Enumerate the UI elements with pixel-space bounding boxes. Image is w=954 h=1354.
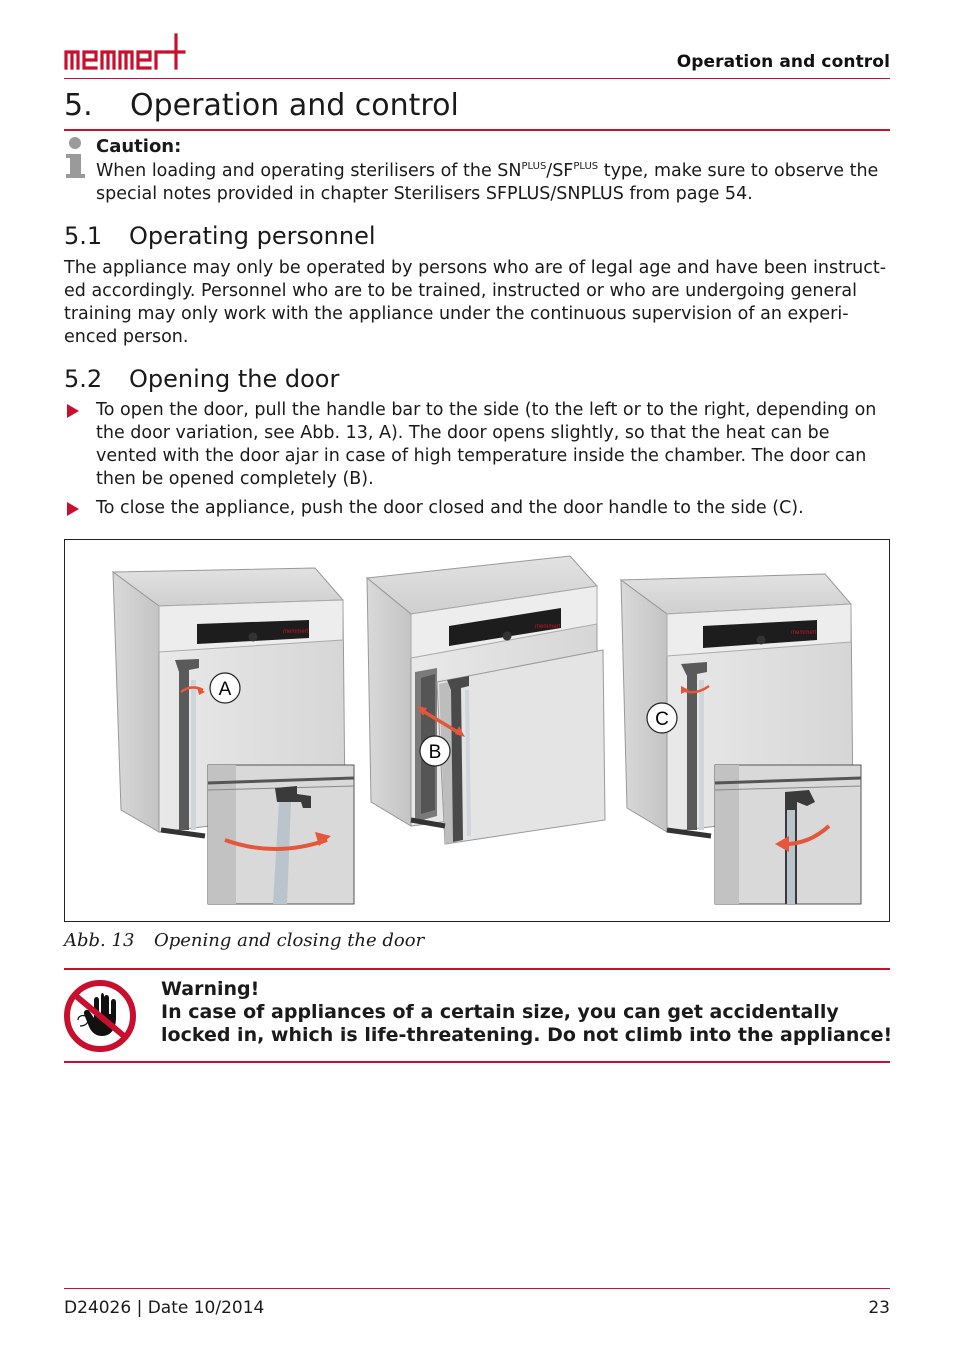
- subsection-title: 5.1 Operating personnel: [64, 222, 376, 250]
- operating-personnel-text: The appliance may only be operated by pe…: [64, 258, 887, 347]
- appliance-brand: memmert: [791, 630, 817, 636]
- section-title-rule: [64, 129, 890, 131]
- running-title: Operation and control: [676, 52, 890, 72]
- caption-text: Opening and closing the door: [154, 930, 425, 951]
- header-rule: [64, 78, 890, 79]
- superscript-plus: PLUS: [521, 161, 547, 172]
- caution-text-part: When loading and operating sterilisers o…: [96, 161, 522, 181]
- door-illustration: memmert A: [111, 555, 862, 905]
- label-b: B: [429, 742, 442, 763]
- triangle-bullet-icon: [67, 502, 79, 516]
- inset-handle-detail-c: [714, 764, 862, 905]
- label-a-circle: [209, 672, 241, 704]
- warning-title: Warning!: [161, 978, 260, 1000]
- caution-text-part: type, make sure to observe the special n…: [96, 161, 879, 204]
- appliance-door-open: memmert B: [365, 555, 606, 845]
- label-c: C: [655, 709, 669, 730]
- caption-number: Abb. 13: [64, 930, 135, 951]
- section-title: 5. Operation and control: [64, 88, 459, 123]
- subsection-title: 5.2 Opening the door: [64, 365, 339, 393]
- page-number: 23: [868, 1298, 890, 1318]
- info-icon: [66, 137, 85, 178]
- subsection-title-text: Opening the door: [129, 365, 340, 393]
- footer-rule: [64, 1288, 890, 1289]
- appliance-closed-handle-pushed: memmert C: [619, 573, 862, 905]
- label-c-circle: [646, 702, 678, 734]
- appliance-closed-open-handle: memmert A: [111, 567, 355, 905]
- appliance-brand: memmert: [283, 629, 309, 635]
- warning-block: Warning! In case of appliances of a cert…: [161, 978, 901, 1047]
- warning-bottom-rule: [64, 1061, 890, 1063]
- subsection-number: 5.1: [64, 222, 103, 250]
- caution-text-part: /SF: [546, 161, 574, 181]
- section-title-text: Operation and control: [130, 88, 459, 123]
- triangle-bullet-icon: [67, 404, 79, 418]
- warning-top-rule: [64, 968, 890, 970]
- figure-door-operation: memmert A: [64, 539, 890, 922]
- figure-caption: Abb. 13 Opening and closing the door: [64, 930, 424, 951]
- list-item: To open the door, pull the handle bar to…: [96, 400, 877, 489]
- inset-handle-detail-a: [207, 764, 355, 905]
- list-item: To close the appliance, push the door cl…: [96, 498, 804, 518]
- caution-title: Caution:: [96, 136, 182, 157]
- no-access-hand-icon: [64, 980, 136, 1052]
- appliance-brand: memmert: [535, 624, 561, 630]
- label-a: A: [219, 679, 232, 700]
- memmert-logo: [64, 33, 186, 70]
- section-number: 5.: [64, 88, 93, 123]
- caution-text: When loading and operating sterilisers o…: [96, 160, 896, 206]
- footer-doc-info: D24026 | Date 10/2014: [64, 1298, 265, 1318]
- superscript-plus: PLUS: [573, 161, 599, 172]
- warning-text: In case of appliances of a certain size,…: [161, 1001, 893, 1046]
- subsection-title-text: Operating personnel: [129, 222, 376, 250]
- label-b-circle: [419, 735, 451, 767]
- subsection-number: 5.2: [64, 365, 103, 393]
